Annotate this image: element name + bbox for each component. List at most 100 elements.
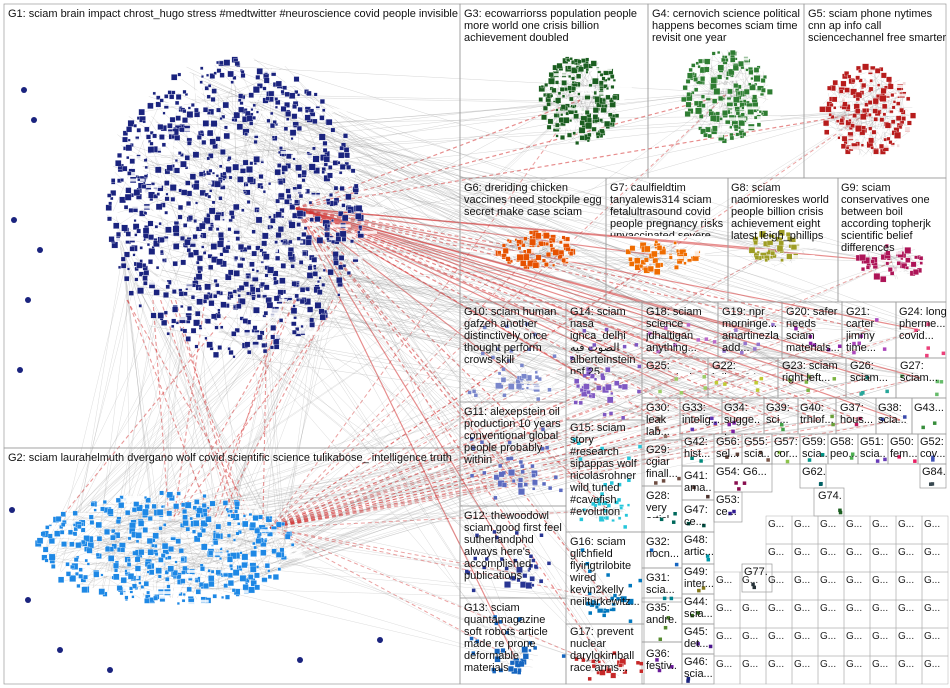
node <box>861 267 865 271</box>
node <box>237 176 243 182</box>
node <box>61 512 66 517</box>
node <box>172 289 176 293</box>
node <box>806 389 810 393</box>
node <box>183 520 189 526</box>
node <box>613 594 617 598</box>
node <box>860 334 864 338</box>
node <box>507 239 510 242</box>
node <box>208 575 214 581</box>
node <box>161 505 164 508</box>
node-label-plate <box>211 320 229 323</box>
node <box>274 296 279 301</box>
node <box>200 130 203 133</box>
node-label-plate <box>358 191 377 194</box>
node <box>100 507 104 511</box>
node-label-plate <box>890 252 902 255</box>
node <box>224 133 230 139</box>
node <box>554 475 558 479</box>
node <box>178 151 181 154</box>
edge <box>131 335 185 501</box>
node <box>105 547 110 552</box>
node <box>243 515 246 518</box>
node-layer <box>9 50 945 683</box>
node <box>673 512 677 516</box>
node <box>246 275 249 278</box>
node <box>730 50 735 55</box>
node <box>147 103 153 109</box>
node <box>470 437 474 441</box>
node <box>347 271 351 275</box>
node <box>253 515 259 521</box>
node <box>586 68 589 71</box>
node <box>587 390 591 394</box>
node <box>936 380 940 384</box>
node <box>174 168 179 173</box>
node <box>926 322 930 326</box>
node <box>621 416 625 420</box>
node <box>852 351 856 355</box>
node <box>535 233 541 239</box>
node <box>77 584 81 588</box>
node <box>654 481 658 485</box>
node <box>201 246 204 249</box>
edge <box>282 127 618 669</box>
node <box>118 502 124 508</box>
node <box>216 524 221 529</box>
node <box>868 113 871 116</box>
node <box>286 118 289 121</box>
node <box>238 94 243 99</box>
node <box>875 68 880 73</box>
node <box>297 657 303 663</box>
node <box>284 127 288 131</box>
node <box>239 298 245 304</box>
node <box>201 528 205 532</box>
node <box>550 94 553 97</box>
node <box>570 356 574 360</box>
node-label-plate <box>790 233 812 236</box>
node-label-plate <box>281 151 297 154</box>
node <box>183 593 186 596</box>
node <box>942 352 946 356</box>
node <box>757 123 761 127</box>
node <box>881 88 887 94</box>
node <box>779 230 785 236</box>
node <box>200 81 203 84</box>
group-box-minor-caption: G... <box>846 659 862 670</box>
node-label-plate <box>146 185 162 188</box>
node-label-plate <box>613 70 628 73</box>
node <box>61 523 65 527</box>
node <box>328 165 332 169</box>
node <box>196 513 200 517</box>
node <box>85 559 88 562</box>
group-box-g31 <box>642 568 682 602</box>
node <box>43 547 48 552</box>
node <box>212 201 215 204</box>
node <box>285 534 290 539</box>
node <box>178 205 183 210</box>
node <box>246 166 252 172</box>
node <box>578 60 582 64</box>
node <box>245 342 250 347</box>
node <box>299 260 303 264</box>
node <box>136 540 139 543</box>
node <box>144 127 149 132</box>
node <box>253 326 257 330</box>
node <box>506 257 511 262</box>
node <box>186 527 190 531</box>
node <box>514 559 518 563</box>
node <box>292 114 297 119</box>
node <box>344 147 349 152</box>
node <box>674 241 677 244</box>
node <box>340 146 344 150</box>
node-label-plate <box>611 669 624 672</box>
group-box-g24 <box>896 302 946 358</box>
node <box>190 174 196 180</box>
node <box>623 345 627 349</box>
group-box-minor-caption: G... <box>794 631 810 642</box>
node-label-plate <box>284 553 302 556</box>
node <box>313 156 319 162</box>
node <box>686 79 690 83</box>
node <box>686 102 691 107</box>
group-box-g47 <box>682 500 714 532</box>
node <box>612 95 617 100</box>
